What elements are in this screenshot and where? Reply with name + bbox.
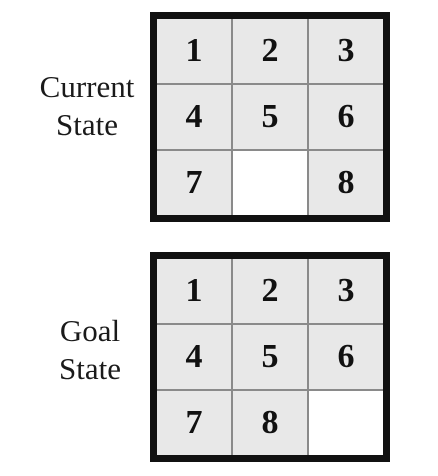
current-state-label-line-2: State xyxy=(56,107,118,142)
goal-tile: 8 xyxy=(233,391,307,455)
current-tile: 6 xyxy=(309,85,383,149)
goal-state-board: 1 2 3 4 5 6 7 8 xyxy=(150,252,390,462)
goal-tile: 3 xyxy=(309,259,383,323)
current-state-label: Current State xyxy=(28,68,146,144)
goal-tile: 1 xyxy=(157,259,231,323)
goal-state-label-line-1: Goal xyxy=(59,313,121,348)
goal-state-label-line-2: State xyxy=(59,351,121,386)
current-state-board: 1 2 3 4 5 6 7 8 xyxy=(150,12,390,222)
current-tile: 1 xyxy=(157,19,231,83)
current-tile-blank xyxy=(233,151,307,215)
current-tile: 8 xyxy=(309,151,383,215)
current-tile: 2 xyxy=(233,19,307,83)
current-tile: 5 xyxy=(233,85,307,149)
goal-tile: 6 xyxy=(309,325,383,389)
goal-tile: 2 xyxy=(233,259,307,323)
current-state-label-line-1: Current xyxy=(39,69,135,104)
current-tile: 3 xyxy=(309,19,383,83)
current-tile: 7 xyxy=(157,151,231,215)
goal-tile: 4 xyxy=(157,325,231,389)
goal-tile: 5 xyxy=(233,325,307,389)
goal-tile: 7 xyxy=(157,391,231,455)
goal-tile-blank xyxy=(309,391,383,455)
current-tile: 4 xyxy=(157,85,231,149)
goal-state-label: Goal State xyxy=(40,312,140,388)
